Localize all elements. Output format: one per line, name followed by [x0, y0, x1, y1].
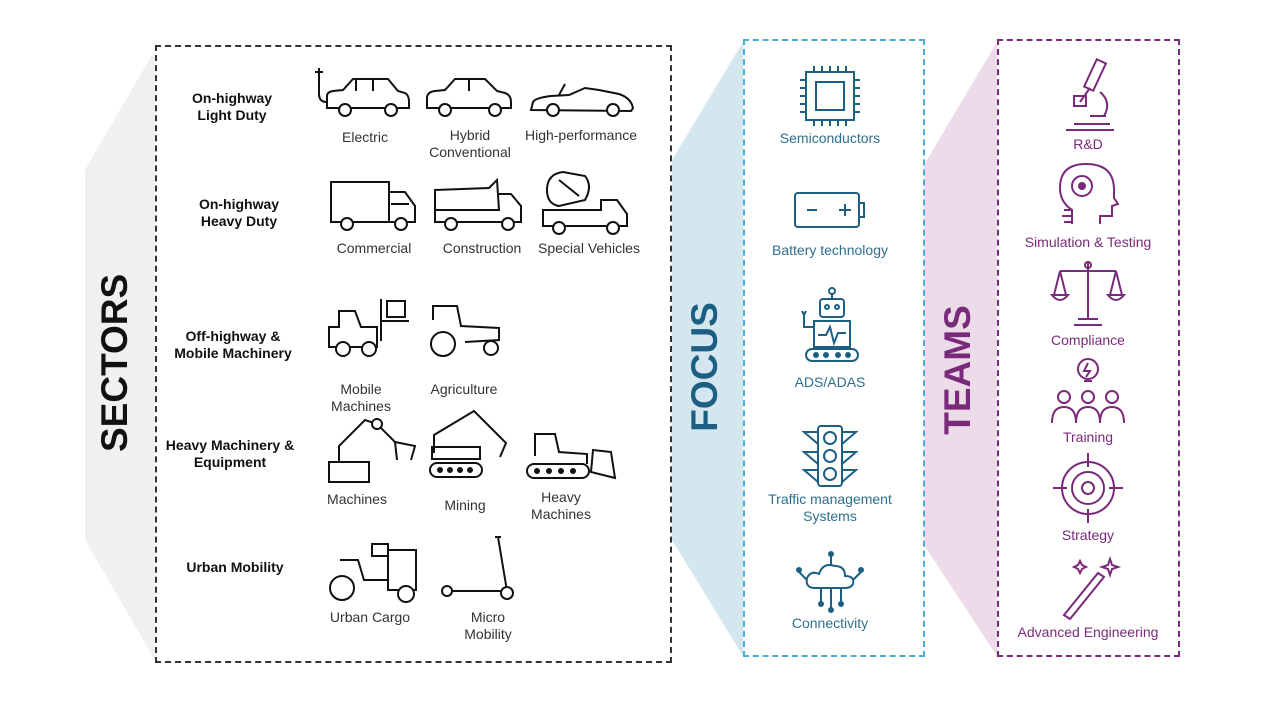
focus-caption-connectivity: Connectivity [791, 615, 869, 631]
caption-construction: Construction [442, 240, 522, 256]
magic-wand-icon [1062, 555, 1122, 621]
robot-icon [801, 287, 859, 362]
focus-title: FOCUS [684, 302, 725, 432]
bulldozer-icon [526, 433, 617, 480]
traffic-light-icon [801, 425, 859, 487]
sports-car-icon [529, 83, 635, 117]
sectors-title: SECTORS [94, 273, 135, 452]
teams-box [997, 39, 1180, 657]
battery-icon [794, 192, 865, 228]
hybrid-car-icon [426, 78, 512, 117]
sector-label-light-duty: On-highway Light Duty [191, 90, 273, 123]
focus-caption-semiconductors: Semiconductors [779, 130, 881, 146]
caption-mobile-machines: Mobile Machines [331, 381, 391, 414]
teams-title: TEAMS [937, 305, 978, 435]
truck-icon [330, 181, 416, 231]
team-caption-rd: R&D [1073, 136, 1103, 152]
scooter-icon [441, 536, 514, 600]
caption-micro-mobility: Micro Mobility [464, 609, 512, 642]
caption-mining: Mining [444, 497, 486, 513]
caption-special-vehicles: Special Vehicles [538, 240, 640, 256]
forklift-icon [328, 299, 409, 357]
caption-agriculture: Agriculture [430, 381, 498, 397]
team-idea-icon [1051, 358, 1125, 424]
caption-heavy-machines: Heavy Machines [531, 489, 591, 522]
caption-high-performance: High-performance [524, 127, 638, 143]
caption-machines: Machines [327, 491, 387, 507]
team-caption-advanced-engineering: Advanced Engineering [1017, 624, 1159, 640]
caption-hybrid: Hybrid Conventional [429, 127, 511, 160]
focus-caption-adas: ADS/ADAS [794, 374, 866, 390]
tractor-icon [430, 305, 500, 357]
electric-car-icon [315, 68, 410, 117]
caption-commercial: Commercial [336, 240, 412, 256]
dump-truck-icon [434, 177, 522, 231]
mixer-truck-icon [542, 170, 628, 235]
team-caption-compliance: Compliance [1051, 332, 1125, 348]
sectors-box [155, 45, 672, 663]
excavator-icon [429, 409, 508, 478]
sector-label-urban-mobility: Urban Mobility [186, 559, 284, 575]
caption-electric: Electric [342, 129, 388, 145]
sector-label-heavy-machinery: Heavy Machinery & Equipment [165, 437, 295, 470]
cargo-bike-icon [329, 543, 417, 603]
microscope-icon [1066, 57, 1114, 131]
sector-label-off-highway: Off-highway & Mobile Machinery [174, 328, 292, 361]
focus-caption-battery: Battery technology [772, 242, 888, 258]
target-icon [1053, 453, 1123, 523]
sector-label-heavy-duty: On-highway Heavy Duty [198, 196, 280, 229]
chip-icon [800, 66, 860, 126]
robot-arm-icon [328, 418, 417, 483]
caption-urban-cargo: Urban Cargo [329, 609, 411, 625]
head-gear-icon [1058, 162, 1120, 224]
team-caption-training: Training [1062, 429, 1114, 445]
team-caption-simulation: Simulation & Testing [1024, 234, 1152, 250]
focus-caption-traffic: Traffic management Systems [768, 491, 892, 524]
scales-icon [1049, 261, 1127, 326]
cloud-network-icon [796, 551, 864, 613]
team-caption-strategy: Strategy [1061, 527, 1115, 543]
focus-box [743, 39, 925, 657]
